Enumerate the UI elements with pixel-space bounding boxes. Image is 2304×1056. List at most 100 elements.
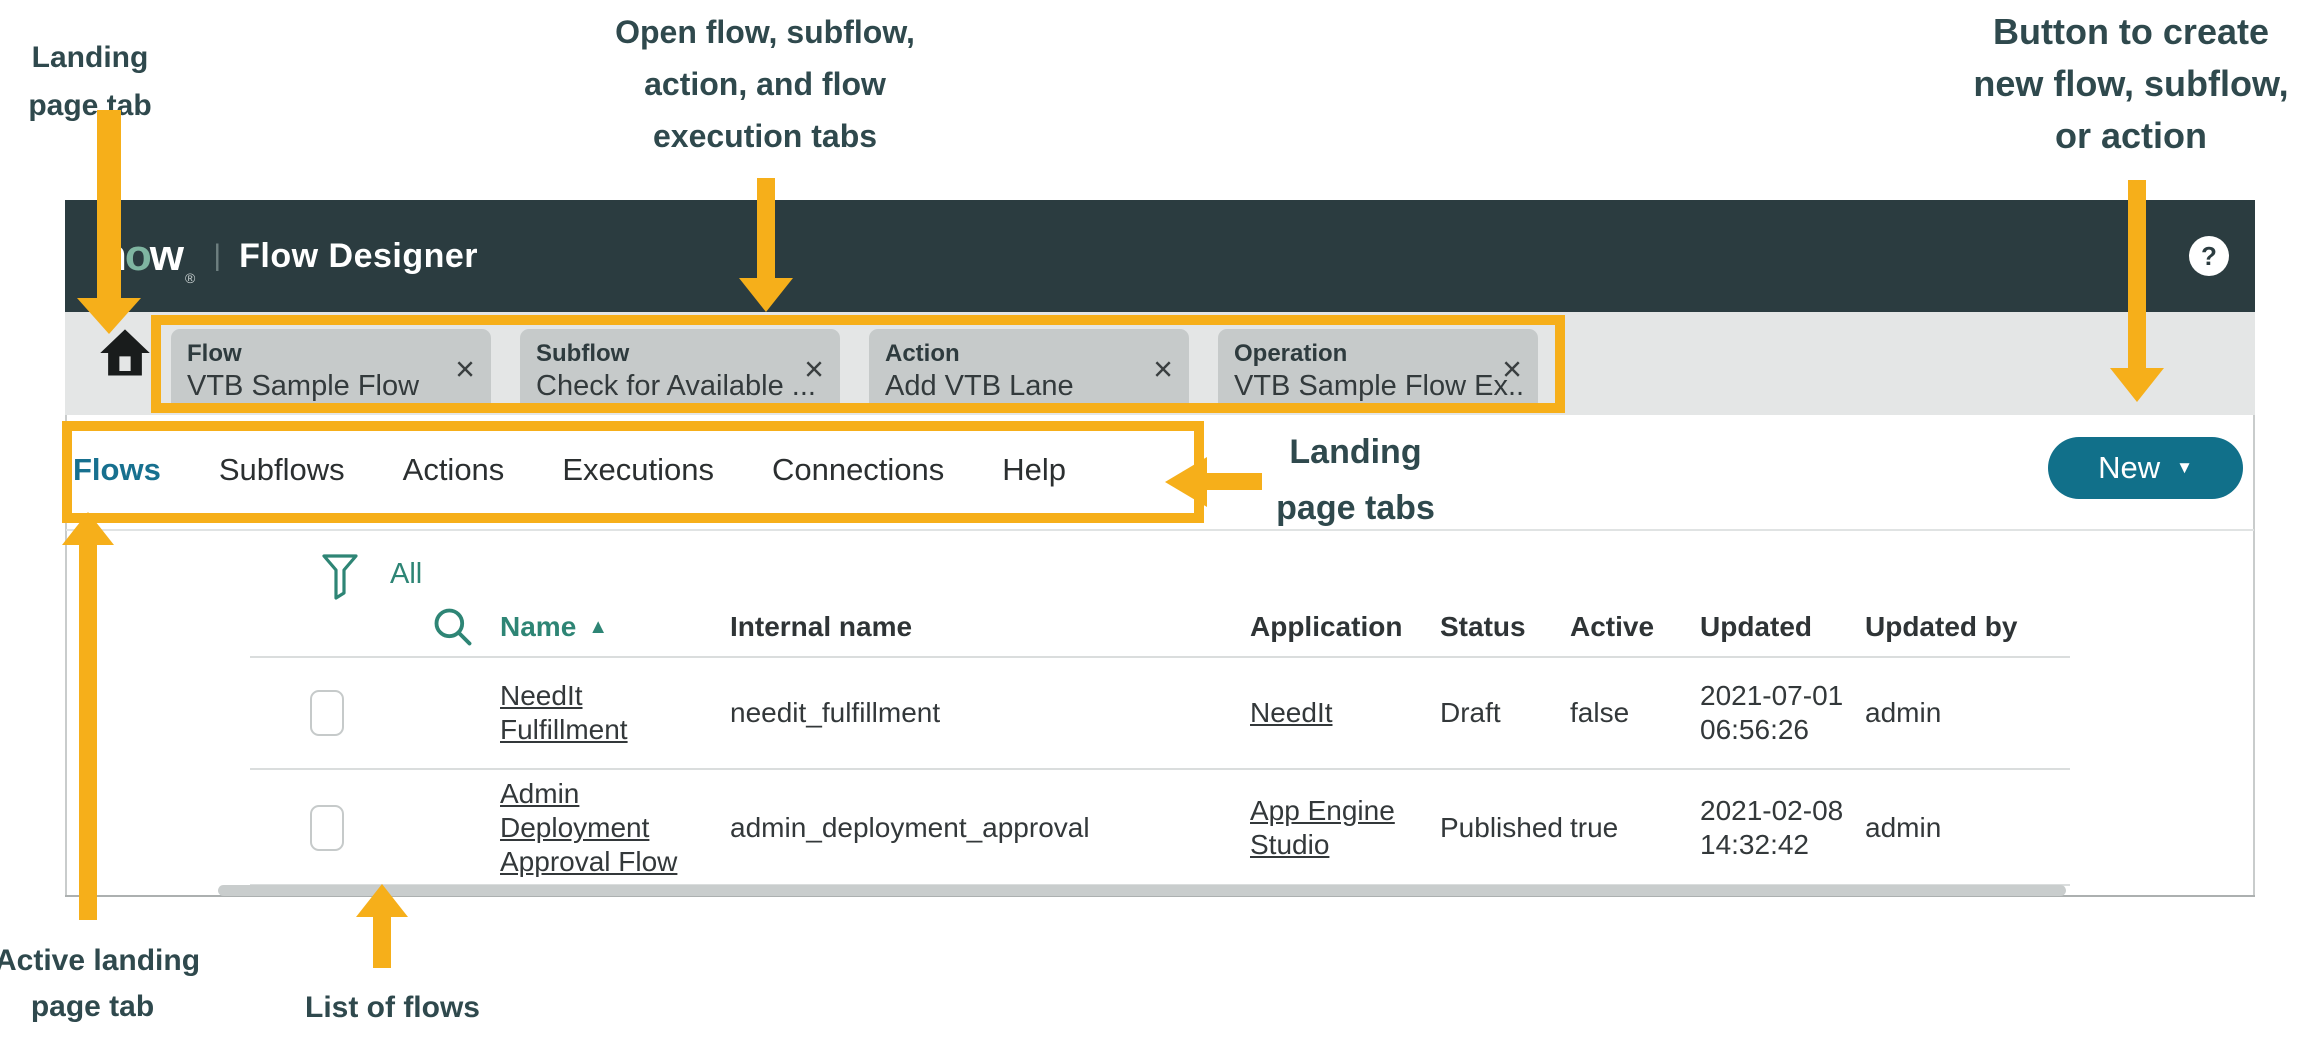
table-row: NeedIt Fulfillment needit_fulfillment Ne… — [250, 658, 2070, 770]
application-cell: NeedIt — [1230, 696, 1420, 730]
down-arrow-new-button — [2128, 180, 2146, 368]
tab-operation-vtb-sample-flow-execution[interactable]: Operation VTB Sample Flow Ex... × — [1218, 329, 1538, 413]
annotation-line: or action — [1958, 110, 2304, 162]
flow-table-header: Name ▲ Internal name Application Status … — [250, 598, 2070, 658]
help-icon[interactable]: ? — [2189, 236, 2229, 276]
left-arrow-landing-page-tabs — [1207, 473, 1262, 490]
active-cell: false — [1550, 696, 1680, 730]
home-tab-button[interactable] — [98, 326, 152, 380]
tab-type-label: Operation — [1234, 339, 1522, 369]
internal-name-cell: needit_fulfillment — [710, 696, 1230, 730]
sort-ascending-icon: ▲ — [588, 610, 608, 644]
filter-icon[interactable] — [320, 552, 360, 607]
down-arrowhead-new-button — [2110, 368, 2164, 402]
annotation-line: page tabs — [1268, 480, 1443, 536]
close-icon[interactable]: × — [804, 352, 824, 386]
tab-type-label: Flow — [187, 339, 475, 369]
row-checkbox[interactable] — [310, 805, 344, 851]
flow-name-cell: NeedIt Fulfillment — [500, 679, 710, 747]
column-header-updated[interactable]: Updated — [1680, 610, 1845, 644]
down-arrow-open-tabs — [757, 178, 775, 278]
search-icon[interactable] — [250, 605, 500, 649]
close-icon[interactable]: × — [455, 352, 475, 386]
app-header-bar: now ® | Flow Designer ? — [65, 200, 2255, 312]
internal-name-cell: admin_deployment_approval — [710, 811, 1230, 845]
down-arrow-landing-page-tab — [97, 110, 121, 298]
application-link[interactable]: NeedIt — [1250, 697, 1333, 728]
up-arrow-active-tab — [79, 545, 97, 920]
tab-subflow-check-for-available[interactable]: Subflow Check for Available ... × — [520, 329, 840, 413]
close-icon[interactable]: × — [1153, 352, 1173, 386]
up-arrowhead-active-tab — [62, 512, 114, 545]
landing-page-tabs: Flows Subflows Actions Executions Connec… — [73, 452, 1066, 488]
new-button-label: New — [2098, 450, 2160, 486]
column-header-application[interactable]: Application — [1230, 610, 1420, 644]
down-arrowhead-open-tabs — [739, 278, 793, 312]
tab-connections[interactable]: Connections — [772, 452, 944, 488]
help-glyph: ? — [2201, 241, 2217, 272]
tab-type-label: Subflow — [536, 339, 824, 369]
annotation-line: Open flow, subflow, — [555, 6, 975, 58]
tab-executions[interactable]: Executions — [562, 452, 714, 488]
servicenow-logo: now ® | Flow Designer — [100, 200, 478, 312]
tab-help[interactable]: Help — [1002, 452, 1066, 488]
column-header-status[interactable]: Status — [1420, 610, 1550, 644]
annotation-line: Active landing — [0, 938, 190, 984]
tab-flow-vtb-sample-flow[interactable]: Flow VTB Sample Flow × — [171, 329, 491, 413]
annotation-landing-page-tabs: Landing page tabs — [1268, 424, 1443, 536]
tab-title: VTB Sample Flow — [187, 369, 475, 403]
updated-cell: 2021-07-01 06:56:26 — [1680, 679, 1845, 747]
flow-name-link[interactable]: Admin Deployment Approval Flow — [500, 778, 677, 877]
new-button[interactable]: New ▼ — [2048, 437, 2243, 499]
table-row: Admin Deployment Approval Flow admin_dep… — [250, 772, 2070, 886]
row-checkbox-cell — [250, 805, 500, 851]
annotation-line: execution tabs — [555, 110, 975, 162]
column-header-name[interactable]: Name ▲ — [500, 610, 710, 644]
annotation-new-button: Button to create new flow, subflow, or a… — [1958, 6, 2304, 162]
flow-name-link[interactable]: NeedIt Fulfillment — [500, 680, 628, 745]
annotation-line: page tab — [0, 984, 190, 1030]
column-header-updated-by[interactable]: Updated by — [1845, 610, 2070, 644]
application-link[interactable]: App Engine Studio — [1250, 795, 1395, 860]
annotation-line: Landing — [1268, 424, 1443, 480]
annotation-line: Button to create — [1958, 6, 2304, 58]
tab-title: Add VTB Lane — [885, 369, 1173, 403]
annotation-active-landing-page-tab: Active landing page tab — [0, 938, 190, 1030]
annotation-line: List of flows — [285, 985, 500, 1031]
tab-type-label: Action — [885, 339, 1173, 369]
column-header-active[interactable]: Active — [1550, 610, 1680, 644]
updated-by-cell: admin — [1845, 696, 2070, 730]
row-checkbox[interactable] — [310, 690, 344, 736]
horizontal-scrollbar[interactable] — [218, 885, 2066, 896]
status-cell: Draft — [1420, 696, 1550, 730]
down-arrowhead-landing-page-tab — [77, 298, 141, 334]
registered-mark: ® — [185, 270, 195, 286]
annotation-landing-page-tab: Landing page tab — [0, 34, 190, 130]
up-arrowhead-list-of-flows — [356, 884, 408, 917]
open-tabs-group: Flow VTB Sample Flow × Subflow Check for… — [171, 329, 1538, 413]
row-checkbox-cell — [250, 690, 500, 736]
home-icon — [98, 367, 152, 384]
column-header-internal-name[interactable]: Internal name — [710, 610, 1230, 644]
filter-all-label[interactable]: All — [390, 558, 422, 591]
close-icon[interactable]: × — [1502, 352, 1522, 386]
annotation-line: action, and flow — [555, 58, 975, 110]
tab-title: Check for Available ... — [536, 369, 824, 403]
tab-subflows[interactable]: Subflows — [219, 452, 345, 488]
tab-flows[interactable]: Flows — [73, 452, 161, 488]
tab-actions[interactable]: Actions — [403, 452, 505, 488]
updated-cell: 2021-02-08 14:32:42 — [1680, 794, 1845, 862]
tab-action-add-vtb-lane[interactable]: Action Add VTB Lane × — [869, 329, 1189, 413]
chevron-down-icon: ▼ — [2176, 458, 2193, 478]
annotation-list-of-flows: List of flows — [285, 985, 500, 1031]
status-cell: Published — [1420, 811, 1550, 845]
tab-title: VTB Sample Flow Ex... — [1234, 369, 1522, 403]
annotation-open-tabs: Open flow, subflow, action, and flow exe… — [555, 6, 975, 162]
annotation-line: page tab — [0, 82, 190, 130]
nav-bottom-border — [66, 529, 2254, 531]
flow-name-cell: Admin Deployment Approval Flow — [500, 777, 710, 879]
annotation-line: Landing — [0, 34, 190, 82]
application-cell: App Engine Studio — [1230, 794, 1420, 862]
left-arrowhead-landing-page-tabs — [1165, 457, 1207, 507]
